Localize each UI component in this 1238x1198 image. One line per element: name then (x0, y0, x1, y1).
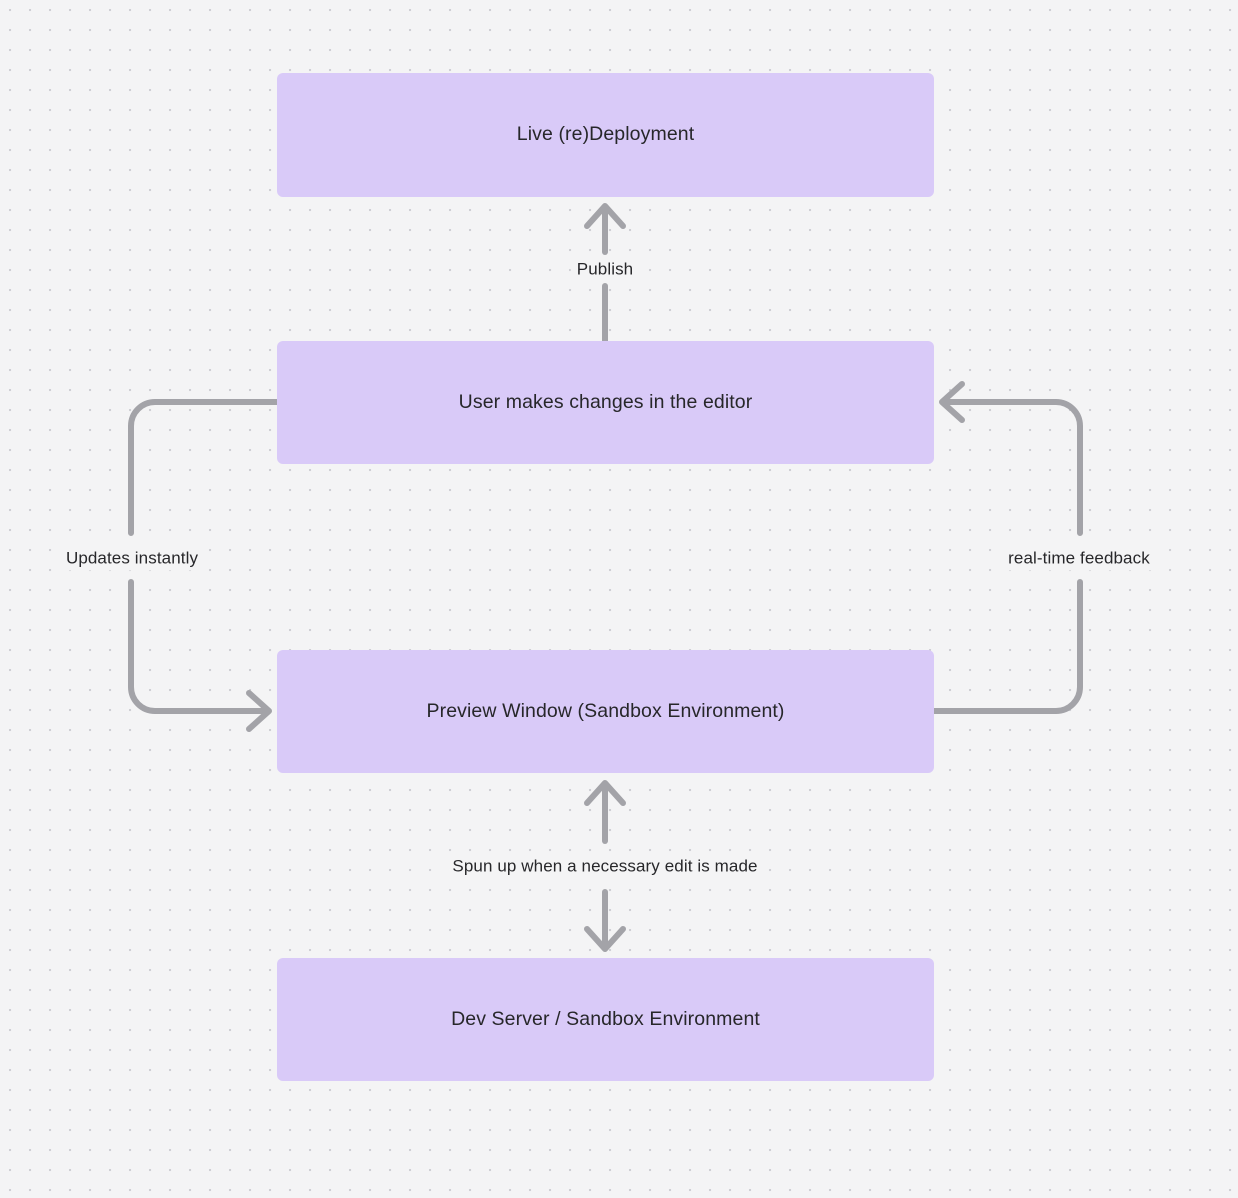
node-user-editor[interactable]: User makes changes in the editor (277, 341, 934, 464)
edge-label-real-time-feedback: real-time feedback (1002, 545, 1156, 571)
node-label-dev-server: Dev Server / Sandbox Environment (451, 1007, 760, 1030)
edge-label-publish: Publish (570, 256, 640, 282)
node-dev-server[interactable]: Dev Server / Sandbox Environment (277, 958, 934, 1081)
node-live-deployment[interactable]: Live (re)Deployment (277, 73, 934, 197)
edge-label-spun-up: Spun up when a necessary edit is made (446, 853, 764, 879)
node-label-user-editor: User makes changes in the editor (458, 390, 753, 413)
edge-label-updates-instantly: Updates instantly (59, 545, 205, 571)
node-preview-window[interactable]: Preview Window (Sandbox Environment) (277, 650, 934, 773)
node-label-live-deployment: Live (re)Deployment (516, 123, 695, 146)
node-label-preview-window: Preview Window (Sandbox Environment) (426, 699, 785, 722)
